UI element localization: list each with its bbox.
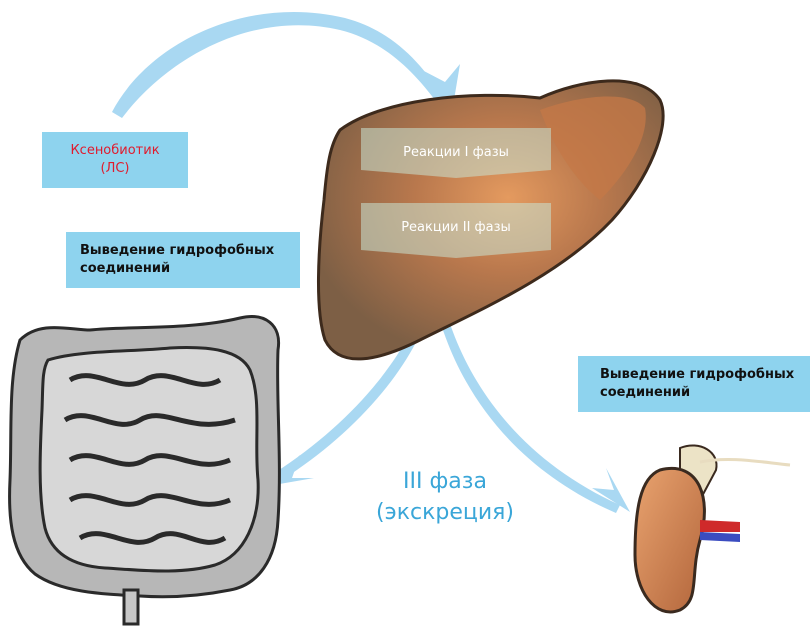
xenobiotic-text: Ксенобиотик (ЛС) bbox=[70, 143, 160, 176]
phase2-reactions-label: Реакции II фазы bbox=[401, 219, 511, 235]
excretion-label-kidney: Выведение гидрофобных соединений bbox=[578, 356, 810, 412]
phase1-reactions-label: Реакции I фазы bbox=[403, 144, 509, 160]
arrow-liver-to-kidney bbox=[432, 288, 630, 513]
phase-boxes bbox=[361, 128, 551, 258]
excretion-label-intestine: Выведение гидрофобных соединений bbox=[66, 232, 300, 288]
excretion-label-intestine-text: Выведение гидрофобных соединений bbox=[80, 243, 275, 276]
intestine-illustration bbox=[8, 315, 281, 626]
excretion-label-kidney-text: Выведение гидрофобных соединений bbox=[600, 367, 795, 400]
xenobiotic-label: Ксенобиотик (ЛС) bbox=[42, 132, 188, 188]
kidney-illustration bbox=[633, 444, 791, 614]
phase3-excretion-label: III фаза (экскреция) bbox=[376, 469, 514, 525]
